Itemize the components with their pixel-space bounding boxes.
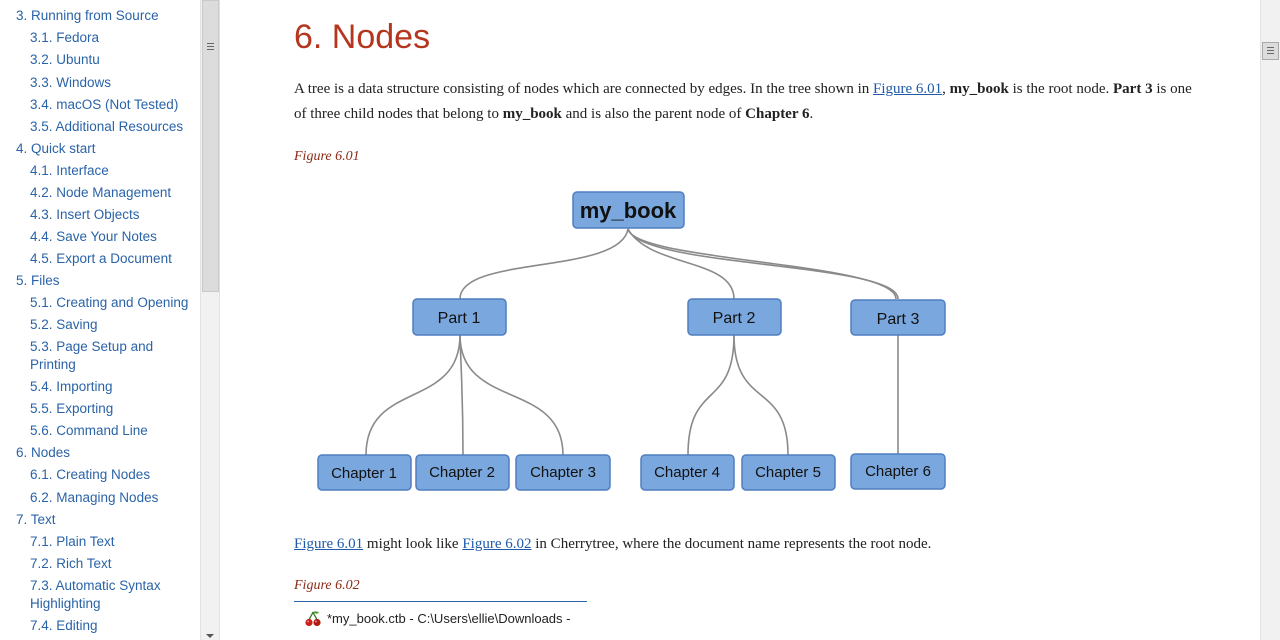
- grip-line: [1267, 50, 1274, 51]
- node-chapter-3: Chapter 3: [515, 454, 611, 491]
- toc-item[interactable]: 3.2. Ubuntu: [30, 52, 100, 67]
- scroll-down-arrow-icon[interactable]: [206, 634, 214, 638]
- toc-item[interactable]: 6.2. Managing Nodes: [30, 490, 159, 505]
- figure-link[interactable]: Figure 6.02: [462, 536, 532, 552]
- sidebar-scrollbar-thumb[interactable]: [202, 0, 219, 292]
- toc-item[interactable]: 4.1. Interface: [30, 163, 109, 178]
- text: and is also the parent node of: [561, 106, 746, 122]
- grip-line: [207, 43, 214, 44]
- node-label: Chapter 3: [530, 464, 596, 481]
- node-label: Part 1: [438, 310, 481, 327]
- node-chapter-6: Chapter 6: [850, 453, 946, 490]
- node-part-2: Part 2: [687, 298, 782, 336]
- edge: [459, 334, 464, 456]
- edge: [365, 334, 461, 456]
- figure-paragraph: Figure 6.01 might look like Figure 6.02 …: [294, 532, 1194, 557]
- toc-item[interactable]: 3.4. macOS (Not Tested): [30, 97, 179, 112]
- edge: [687, 334, 735, 456]
- node-part-3: Part 3: [850, 299, 946, 336]
- node-label: Part 2: [713, 310, 756, 327]
- intro-paragraph: A tree is a data structure consisting of…: [294, 77, 1194, 127]
- text: ,: [942, 81, 950, 97]
- grip-line: [1267, 47, 1274, 48]
- toc-item[interactable]: 7.3. Automatic Syntax Highlighting: [30, 578, 161, 611]
- figure-caption: Figure 6.01: [294, 149, 360, 164]
- figure-caption: Figure 6.02: [294, 578, 360, 593]
- tree-edges: [365, 228, 899, 456]
- toc-item[interactable]: 5.5. Exporting: [30, 401, 114, 416]
- tree-diagram: my_book Part 1 Part 2 Part 3 Chapter 1 C…: [317, 191, 946, 491]
- main-scrollbar[interactable]: [1260, 0, 1280, 640]
- toc-item[interactable]: 6.1. Creating Nodes: [30, 467, 151, 482]
- main-content: 6. Nodes A tree is a data structure cons…: [220, 0, 1260, 640]
- text: is the root node.: [1008, 81, 1114, 97]
- page-title: 6. Nodes: [294, 18, 431, 56]
- toc-item[interactable]: 5.2. Saving: [30, 317, 98, 332]
- toc-item[interactable]: 3. Running from Source: [16, 8, 159, 23]
- node-chapter-2: Chapter 2: [415, 454, 510, 491]
- node-chapter-1: Chapter 1: [317, 454, 412, 491]
- figure-link[interactable]: Figure 6.01: [873, 81, 943, 97]
- node-chapter-4: Chapter 4: [640, 454, 735, 491]
- toc-item[interactable]: 3.3. Windows: [30, 75, 112, 90]
- toc-item[interactable]: 3.1. Fedora: [30, 30, 100, 45]
- toc-item[interactable]: 4.4. Save Your Notes: [30, 229, 157, 244]
- toc-item[interactable]: 5.6. Command Line: [30, 423, 148, 438]
- node-label: Chapter 1: [331, 465, 397, 482]
- grip-line: [207, 49, 214, 50]
- main-scrollbar-thumb[interactable]: [1262, 42, 1279, 60]
- toc-item[interactable]: 7. Text: [16, 512, 56, 527]
- toc-item[interactable]: 4.5. Export a Document: [30, 251, 172, 266]
- cherrytree-window-screenshot: *my_book.ctb - C:\Users\ellie\Downloads …: [294, 601, 587, 640]
- toc-item[interactable]: 5. Files: [16, 273, 60, 288]
- node-part-1: Part 1: [412, 298, 507, 336]
- node-label: my_book: [580, 198, 677, 223]
- grip-line: [207, 46, 214, 47]
- node-my-book: my_book: [572, 191, 685, 229]
- text: A tree is a data structure consisting of…: [294, 81, 873, 97]
- edge: [627, 228, 897, 300]
- bold-term: Chapter 6: [745, 106, 810, 122]
- node-chapter-5: Chapter 5: [741, 454, 836, 491]
- toc-item[interactable]: 5.1. Creating and Opening: [30, 295, 189, 310]
- node-label: Chapter 2: [429, 464, 495, 481]
- edge: [627, 228, 735, 300]
- cherry-icon: [305, 611, 321, 627]
- bold-term: Part 3: [1113, 81, 1153, 97]
- edge: [733, 334, 789, 456]
- toc-item[interactable]: 4.3. Insert Objects: [30, 207, 140, 222]
- text: .: [809, 106, 814, 122]
- text: in Cherrytree, where the document name r…: [531, 536, 932, 552]
- node-label: Part 3: [877, 311, 920, 328]
- toc-item[interactable]: 7.1. Plain Text: [30, 534, 115, 549]
- edge: [459, 228, 629, 300]
- toc-item[interactable]: 6. Nodes: [16, 445, 71, 460]
- figure-link[interactable]: Figure 6.01: [294, 536, 364, 552]
- grip-line: [1267, 53, 1274, 54]
- sidebar-scrollbar[interactable]: [200, 0, 220, 640]
- toc-item[interactable]: 5.4. Importing: [30, 379, 113, 394]
- text: might look like: [363, 536, 463, 552]
- text: is one of three child nodes that belong …: [294, 81, 1192, 122]
- bold-term: my_book: [949, 81, 1009, 97]
- toc-item[interactable]: 4. Quick start: [16, 141, 96, 156]
- node-label: Chapter 4: [654, 464, 720, 481]
- window-title: *my_book.ctb - C:\Users\ellie\Downloads …: [327, 611, 571, 626]
- node-label: Chapter 6: [865, 463, 931, 480]
- toc-item[interactable]: 7.4. Editing: [30, 618, 98, 633]
- toc-item[interactable]: 3.5. Additional Resources: [30, 119, 184, 134]
- node-label: Chapter 5: [755, 464, 821, 481]
- toc-sidebar: 3. Running from Source 3.1. Fedora 3.2. …: [0, 0, 200, 640]
- toc-item[interactable]: 7.2. Rich Text: [30, 556, 112, 571]
- toc-item[interactable]: 5.3. Page Setup and Printing: [30, 339, 154, 372]
- bold-term: my_book: [502, 106, 562, 122]
- toc-item[interactable]: 4.2. Node Management: [30, 185, 172, 200]
- edge: [627, 228, 899, 300]
- edge: [459, 334, 564, 456]
